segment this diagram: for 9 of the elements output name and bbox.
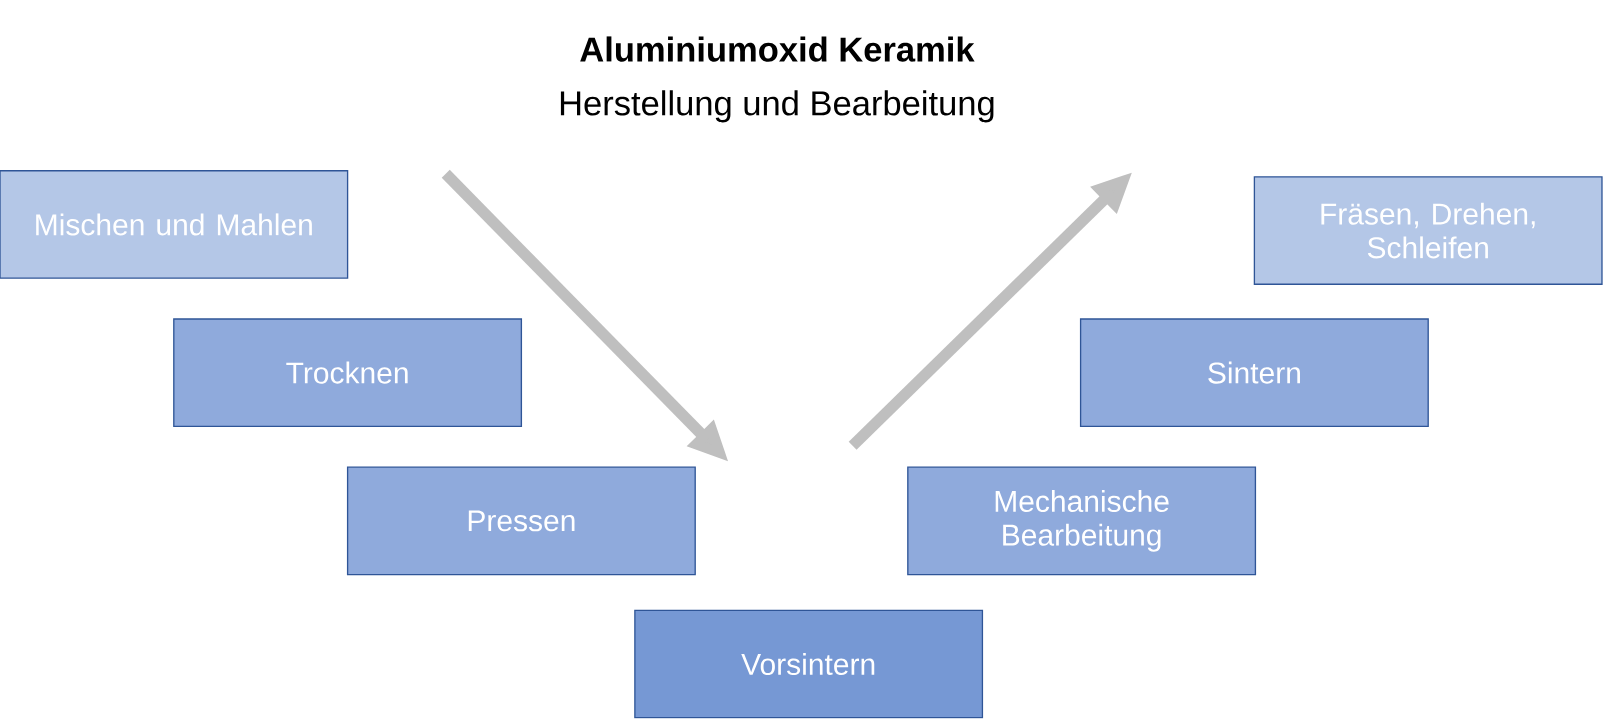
process-box: Trocknen (173, 318, 523, 428)
process-box: Fräsen, Drehen, Schleifen (1253, 176, 1603, 286)
process-box: Mischen und Mahlen (0, 170, 349, 279)
process-box: Vorsintern (634, 609, 984, 719)
subtitle: Herstellung und Bearbeitung (560, 90, 994, 123)
title: Aluminiumoxid Keramik (580, 36, 975, 62)
process-box: Pressen (346, 466, 696, 576)
process-box: Sintern (1079, 318, 1429, 428)
process-box: Mechanische Bearbeitung (907, 466, 1257, 576)
